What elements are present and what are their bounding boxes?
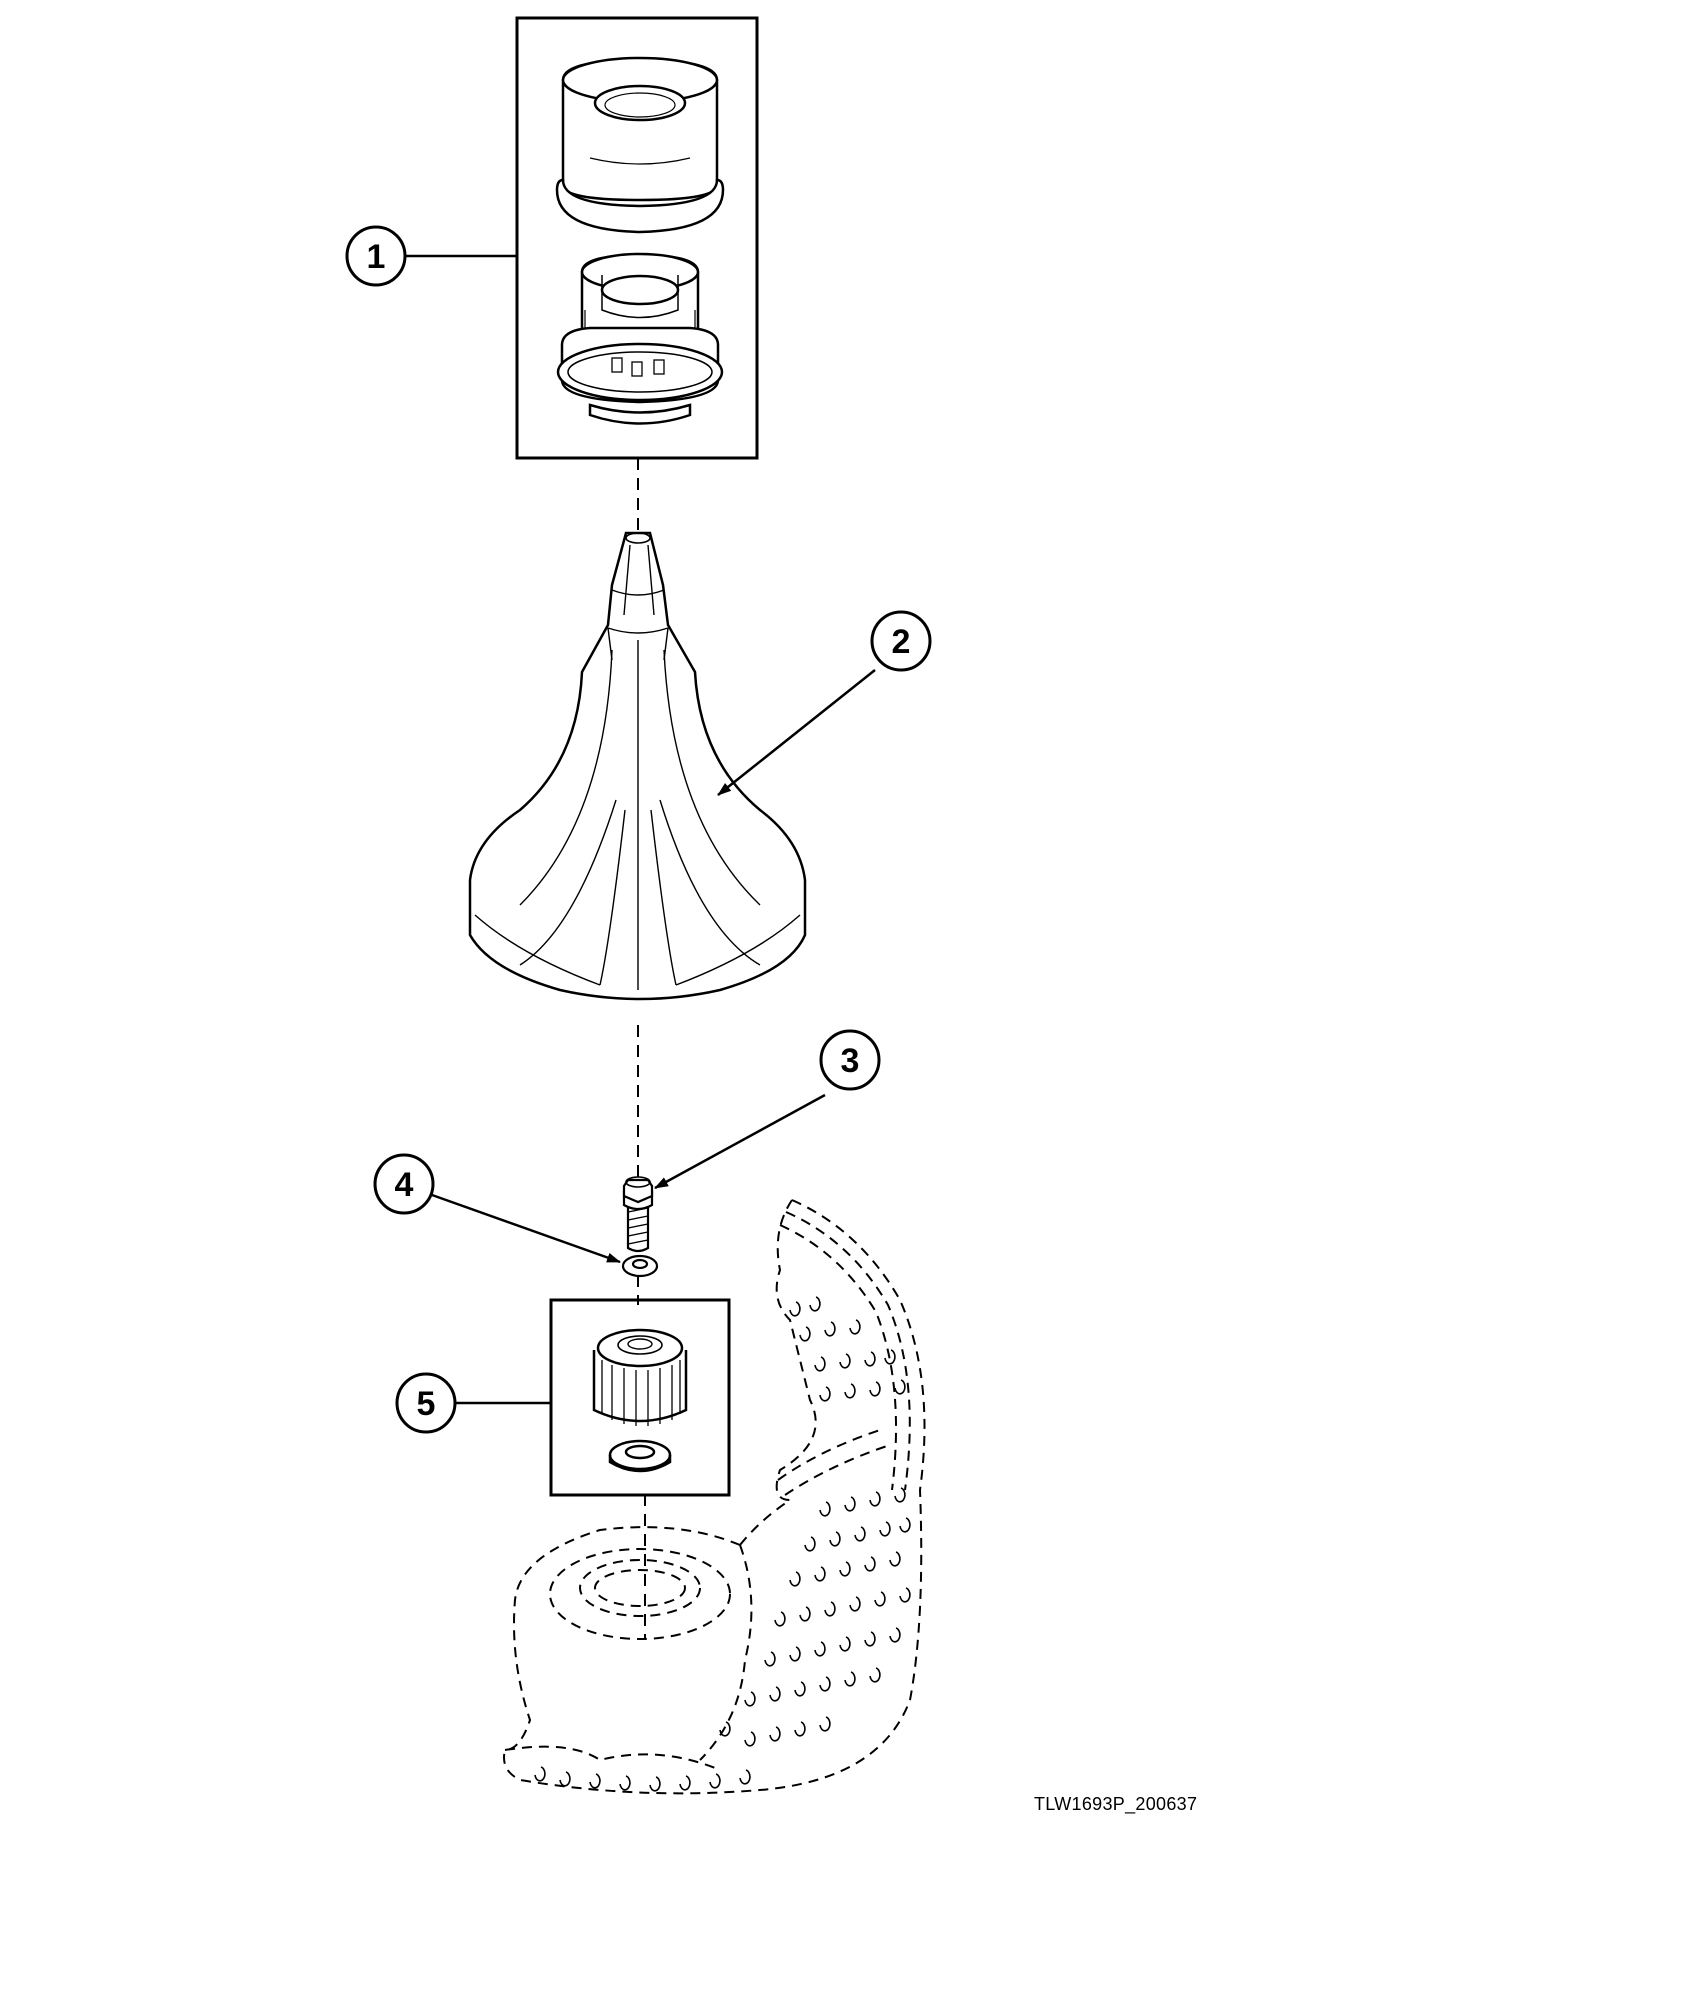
leader-lines <box>405 254 876 1405</box>
callout-5-number: 5 <box>417 1385 436 1423</box>
figure-caption: TLW1693P_200637 <box>1034 1794 1198 1814</box>
callout-1: 1 <box>345 225 407 287</box>
callout-2: 2 <box>870 610 932 672</box>
basket-outline <box>503 1199 926 1795</box>
callout-2-number: 2 <box>892 623 911 661</box>
part-1-cap-assembly <box>515 16 759 460</box>
callout-1-number: 1 <box>367 238 386 276</box>
part-2-agitator <box>468 531 807 1001</box>
callout-4-number: 4 <box>395 1166 414 1204</box>
basket-perforations <box>534 1296 911 1792</box>
callout-3: 3 <box>819 1029 881 1091</box>
leader-3 <box>654 1093 826 1190</box>
callout-5: 5 <box>395 1372 457 1434</box>
callout-4: 4 <box>373 1153 435 1215</box>
leader-2 <box>717 669 876 796</box>
callout-3-number: 3 <box>841 1042 860 1080</box>
part-4-washer <box>621 1254 659 1278</box>
part-3-bolt <box>622 1176 654 1253</box>
leader-4 <box>431 1193 621 1264</box>
part-5-drive-block-assembly <box>549 1298 731 1497</box>
